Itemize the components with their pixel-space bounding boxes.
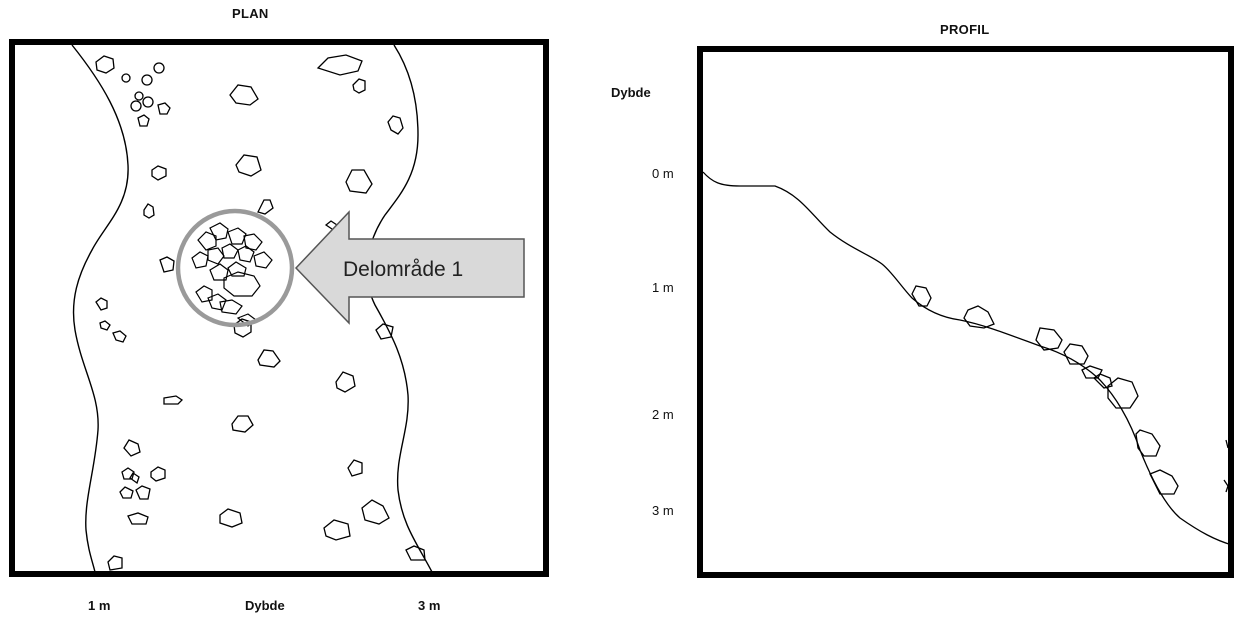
delomrade-callout-label: Delområde 1 xyxy=(343,258,463,281)
profile-frame xyxy=(697,46,1234,578)
plan-axis-label-center: Dybde xyxy=(245,598,285,613)
profile-panel xyxy=(697,46,1234,578)
profile-depth-tick-0: 0 m xyxy=(652,166,674,181)
plan-frame xyxy=(9,39,549,577)
profile-title: PROFIL xyxy=(940,22,990,37)
profile-axis-title: Dybde xyxy=(611,85,651,100)
plan-title: PLAN xyxy=(232,6,269,21)
profile-depth-tick-2: 2 m xyxy=(652,407,674,422)
profile-depth-tick-3: 3 m xyxy=(652,503,674,518)
plan-right-bank-line xyxy=(366,44,433,573)
delomrade-highlight-circle xyxy=(175,208,295,328)
profile-boulders xyxy=(911,285,1229,495)
plan-left-bank-line xyxy=(71,44,129,573)
plan-axis-label-right: 3 m xyxy=(418,598,441,613)
plan-boulders xyxy=(95,54,426,571)
plan-panel: Delområde 1 xyxy=(9,39,549,577)
profile-depth-tick-1: 1 m xyxy=(652,280,674,295)
plan-cluster-stones xyxy=(191,222,273,327)
delomrade-callout-arrow xyxy=(294,210,525,325)
plan-axis-label-left: 1 m xyxy=(88,598,111,613)
